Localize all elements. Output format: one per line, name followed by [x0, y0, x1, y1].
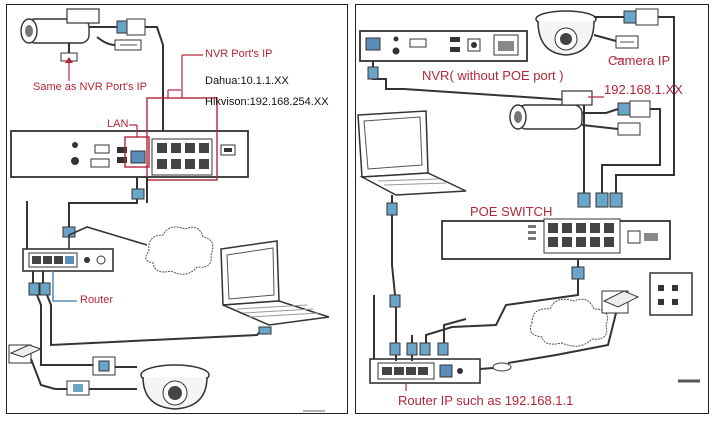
- right-diagram-drawing: [357, 8, 700, 391]
- internet-cloud-icon: [529, 298, 608, 347]
- hikvision-ip-label: Hikvison:192.168.254.XX: [205, 96, 329, 108]
- internet-cloud-icon: [145, 226, 214, 275]
- left-diagram-drawing: [8, 8, 330, 412]
- power-outlet-icon: [649, 272, 693, 316]
- nvr-device-icon: [10, 130, 249, 178]
- power-adapter-icon: [507, 290, 640, 364]
- camera-cable-connector-icon: [89, 18, 164, 145]
- dome-camera-icon: [535, 10, 597, 56]
- laptop-icon: [357, 110, 467, 196]
- router-label: Router: [80, 294, 114, 306]
- router-device-icon: [22, 201, 114, 272]
- router-device-icon: [369, 295, 481, 384]
- camera-ip-title: Camera IP: [608, 53, 671, 68]
- nvr-router-cable: [68, 177, 138, 237]
- lan-port-highlight: [124, 124, 150, 168]
- camera-cable-connector-icon: [593, 8, 675, 201]
- dahua-ip-label: Dahua:10.1.1.XX: [205, 75, 289, 87]
- left-diagram-panel: Same as NVR Port's IP NVR Port's IP Dahu…: [6, 4, 348, 414]
- nvr-without-poe-label: NVR( without POE port ): [422, 68, 564, 83]
- nvr-device-icon: [359, 30, 528, 62]
- poe-switch-icon: [441, 218, 671, 260]
- lan-label: LAN: [107, 118, 129, 130]
- nvr-port-highlight: [146, 54, 218, 181]
- right-diagram-panel: NVR( without POE port ) Camera IP 192.16…: [355, 4, 709, 414]
- dome-camera-icon: [55, 356, 210, 410]
- poe-switch-label: POE SWITCH: [470, 204, 553, 219]
- camera-ip-note: Same as NVR Port's IP: [33, 81, 147, 93]
- nvr-port-ip-title: NVR Port's IP: [205, 48, 273, 60]
- laptop-icon: [220, 240, 330, 335]
- bullet-camera-icon: [509, 90, 661, 201]
- bullet-camera-icon: [20, 8, 100, 62]
- power-adapter-icon: [8, 344, 56, 390]
- camera-label-pointer: [65, 57, 73, 81]
- router-ip-label: Router IP such as 192.168.1.1: [398, 393, 574, 408]
- camera-ip-value: 192.168.1.XX: [604, 82, 683, 97]
- router-label-pointer: [52, 271, 77, 302]
